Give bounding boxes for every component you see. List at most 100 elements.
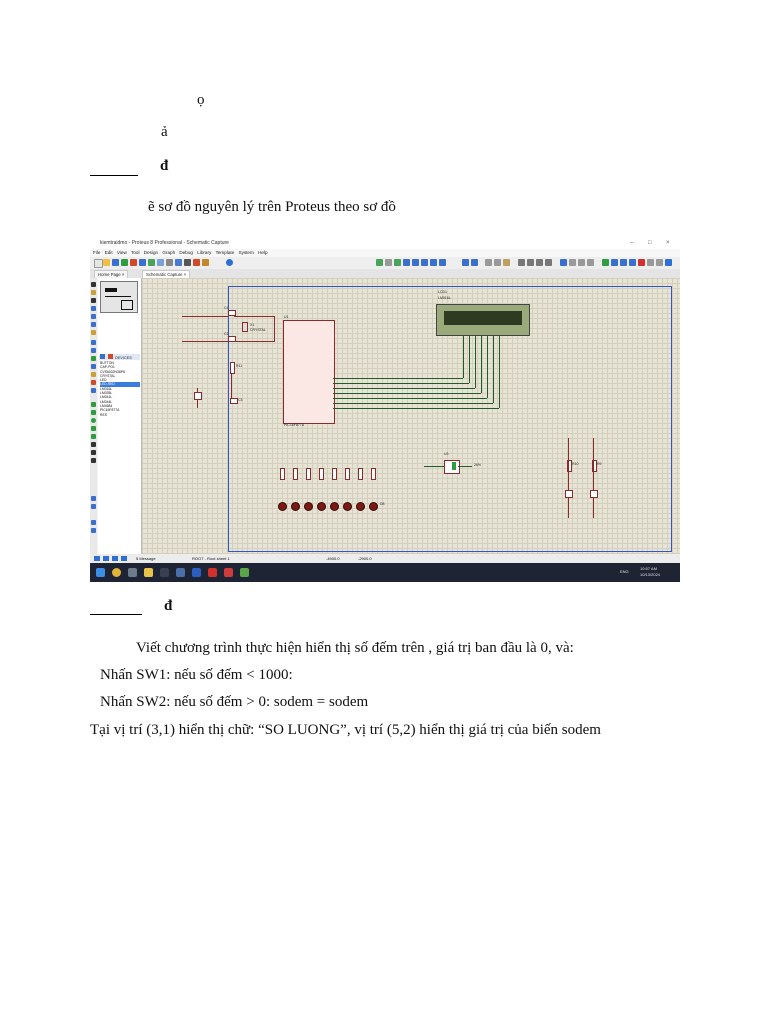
device-item[interactable]: LM4684	[100, 403, 113, 408]
probe-icon[interactable]	[91, 380, 96, 385]
make-device-icon[interactable]	[569, 259, 576, 266]
cut-icon[interactable]	[485, 259, 492, 266]
pan-icon[interactable]	[403, 259, 410, 266]
junction-mode-icon[interactable]	[91, 298, 96, 303]
minimize-button[interactable]: –	[630, 240, 634, 246]
lock-icon[interactable]	[202, 259, 209, 266]
step-icon[interactable]	[103, 556, 109, 561]
device-item[interactable]: LM035L	[100, 391, 113, 396]
graph-icon[interactable]	[91, 356, 96, 361]
device-item[interactable]: LM016L	[100, 386, 113, 391]
pcb-layout-icon[interactable]	[665, 259, 672, 266]
terminal-icon[interactable]	[160, 568, 169, 577]
generator-icon[interactable]	[91, 372, 96, 377]
menu-design[interactable]: Design	[143, 250, 159, 255]
block-delete-icon[interactable]	[545, 259, 552, 266]
paste-icon[interactable]	[503, 259, 510, 266]
zoom-area-icon[interactable]	[439, 259, 446, 266]
3d-icon[interactable]	[175, 259, 182, 266]
terminal-icon[interactable]	[91, 340, 96, 345]
save-icon[interactable]	[112, 259, 119, 266]
symbol-icon[interactable]	[91, 450, 96, 455]
device-item[interactable]: LM041L	[100, 395, 113, 400]
copy-icon[interactable]	[494, 259, 501, 266]
subcircuit-icon[interactable]	[91, 330, 96, 335]
wire-label-icon[interactable]	[91, 306, 96, 311]
menu-view[interactable]: View	[116, 250, 127, 255]
text-icon[interactable]	[91, 442, 96, 447]
erc-icon[interactable]	[647, 259, 654, 266]
undo-icon[interactable]	[462, 259, 469, 266]
device-item[interactable]: CAP-POL	[100, 365, 115, 370]
pick-device-icon[interactable]	[100, 354, 105, 359]
new-icon[interactable]	[94, 259, 103, 268]
tab-home-page[interactable]: Home Page ×	[94, 270, 129, 279]
menu-template[interactable]: Template	[215, 250, 235, 255]
word-icon[interactable]	[192, 568, 201, 577]
device-item[interactable]: LED	[100, 378, 107, 383]
device-item[interactable]: LM044L	[100, 399, 113, 404]
menu-library[interactable]: Library	[197, 250, 212, 255]
home-icon[interactable]	[130, 259, 137, 266]
settings-icon[interactable]	[128, 568, 137, 577]
mirror-y-icon[interactable]	[91, 528, 96, 533]
play-icon[interactable]	[94, 556, 100, 561]
menu-tool[interactable]: Tool	[131, 250, 140, 255]
zoom-in-icon[interactable]	[412, 259, 419, 266]
select-mode-icon[interactable]	[91, 282, 96, 287]
library-icon[interactable]	[108, 354, 114, 359]
rotate-cw-icon[interactable]	[91, 496, 96, 501]
tape-icon[interactable]	[91, 364, 96, 369]
wire-autorouter-icon[interactable]	[602, 259, 609, 266]
redo-icon[interactable]	[471, 259, 478, 266]
run-icon[interactable]	[121, 259, 128, 266]
app-icon[interactable]	[224, 568, 233, 577]
menu-debug[interactable]: Debug	[179, 250, 193, 255]
block-move-icon[interactable]	[527, 259, 534, 266]
bom-report-icon[interactable]	[656, 259, 663, 266]
block-copy-icon[interactable]	[518, 259, 525, 266]
menu-help[interactable]: Help	[258, 250, 268, 255]
tab-schematic-capture[interactable]: Schematic Capture ×	[142, 270, 191, 279]
chrome-icon[interactable]	[112, 568, 121, 577]
component-mode-icon[interactable]	[91, 290, 96, 295]
explorer-icon[interactable]	[144, 568, 153, 577]
proteus-icon[interactable]	[176, 568, 185, 577]
messages-count[interactable]: 5 Message	[136, 556, 156, 561]
pin-icon[interactable]	[91, 348, 96, 353]
alert-icon[interactable]	[193, 259, 200, 266]
menu-edit[interactable]: Edit	[104, 250, 113, 255]
box-icon[interactable]	[91, 410, 96, 415]
search-icon[interactable]	[611, 259, 618, 266]
zoom-all-icon[interactable]	[430, 259, 437, 266]
grid-icon[interactable]	[385, 259, 392, 266]
circle-icon[interactable]	[91, 418, 96, 423]
marker-icon[interactable]	[91, 458, 96, 463]
zoom-out-icon[interactable]	[421, 259, 428, 266]
device-item[interactable]: CVS6002N38P8	[100, 369, 125, 374]
schematic-icon[interactable]	[139, 259, 146, 266]
instrument-icon[interactable]	[91, 388, 96, 393]
menu-system[interactable]: System	[238, 250, 254, 255]
maximize-button[interactable]: □	[648, 240, 652, 246]
decompose-icon[interactable]	[587, 259, 594, 266]
pause-icon[interactable]	[112, 556, 118, 561]
stop-icon[interactable]	[121, 556, 127, 561]
bom-icon[interactable]	[166, 259, 173, 266]
arc-icon[interactable]	[91, 426, 96, 431]
package-icon[interactable]	[578, 259, 585, 266]
code-icon[interactable]	[184, 259, 191, 266]
menu-graph[interactable]: Graph	[162, 250, 176, 255]
toolbar-help-icon[interactable]	[226, 259, 233, 266]
gallery-icon[interactable]	[157, 259, 164, 266]
open-icon[interactable]	[103, 259, 110, 266]
menu-file[interactable]: File	[93, 250, 101, 255]
netlist-icon[interactable]	[629, 259, 636, 266]
block-rotate-icon[interactable]	[536, 259, 543, 266]
device-item[interactable]: BUTTON	[100, 361, 114, 365]
refresh-icon[interactable]	[376, 259, 383, 266]
schematic-canvas[interactable]: C1 C2 X1 CRYSTAL R11 C3 U1 PIC16F877A	[142, 278, 680, 554]
origin-icon[interactable]	[394, 259, 401, 266]
text-script-icon[interactable]	[91, 314, 96, 319]
property-icon[interactable]	[620, 259, 627, 266]
